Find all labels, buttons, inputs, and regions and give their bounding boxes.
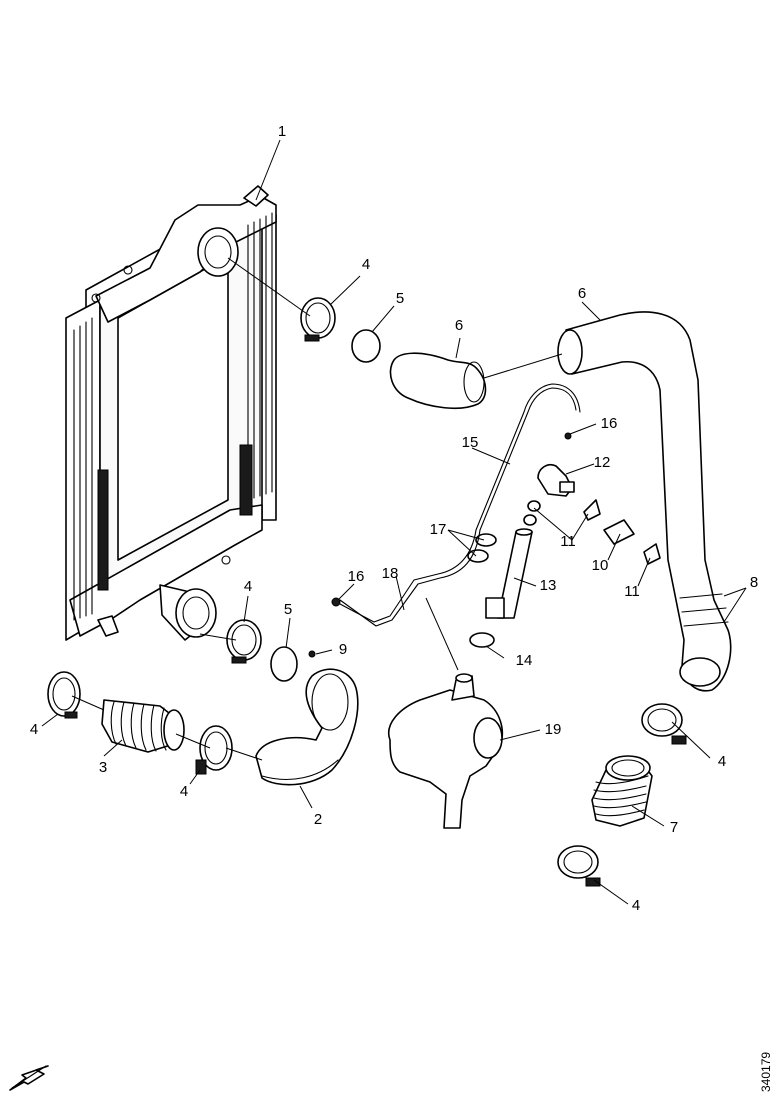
callout-11-left: 11 [560, 533, 576, 550]
view-direction-arrow-icon [9, 1065, 49, 1091]
hose-clamp-upper [300, 297, 336, 342]
callout-4-right-upper: 4 [718, 753, 726, 770]
corrugated-hose-right [591, 755, 653, 827]
callout-1: 1 [278, 123, 286, 140]
callout-17: 17 [430, 521, 447, 538]
hose-clamp-right-upper [641, 703, 687, 745]
callout-4-lower: 4 [244, 578, 252, 595]
callout-2: 2 [314, 811, 322, 828]
callout-15: 15 [462, 434, 479, 451]
callout-18: 18 [382, 565, 399, 582]
callout-6-pipe: 6 [578, 285, 586, 302]
callout-3: 3 [99, 759, 107, 776]
charge-air-housing [387, 673, 504, 829]
callout-14: 14 [516, 652, 533, 669]
callout-4-upper: 4 [362, 256, 370, 273]
callout-19: 19 [545, 721, 562, 738]
check-valve [537, 463, 575, 497]
washer-14 [469, 632, 495, 648]
callout-4-mid: 4 [180, 783, 188, 800]
charge-air-pipe-long [557, 311, 732, 692]
hose-clamp-mid [195, 725, 233, 775]
callout-6-elbow: 6 [455, 317, 463, 334]
callout-12: 12 [594, 454, 611, 471]
o-ring-upper [351, 329, 381, 363]
callout-16-left: 16 [348, 568, 365, 585]
corrugated-hose-left [101, 699, 185, 753]
callout-4-left: 4 [30, 721, 38, 738]
callout-5-upper: 5 [396, 290, 404, 307]
callout-9: 9 [339, 641, 347, 658]
callout-13: 13 [540, 577, 557, 594]
plug-16-upper [564, 432, 572, 440]
callout-11-right: 11 [624, 583, 640, 600]
callout-7: 7 [670, 819, 678, 836]
callout-8: 8 [750, 574, 758, 591]
small-ring [523, 500, 541, 526]
callout-5-lower: 5 [284, 601, 292, 618]
hose-clamp-left [47, 671, 81, 719]
charge-air-elbow-upper [389, 352, 487, 410]
callout-labels: 1 2 3 4 4 4 4 4 4 4 5 5 6 6 7 8 9 10 11 … [30, 123, 758, 914]
callout-16-upper: 16 [601, 415, 618, 432]
o-ring-lower [270, 646, 298, 682]
leader-lines [41, 139, 747, 905]
document-number: 340179 [759, 1052, 773, 1092]
callout-4-right-lower: 4 [632, 897, 640, 914]
charge-air-elbow-lower [255, 668, 359, 786]
callout-10: 10 [592, 557, 609, 574]
hose-clamp-lower [226, 619, 262, 664]
plug-9 [308, 650, 316, 658]
sensor-tube [485, 528, 533, 619]
hose-clamp-right-lower [557, 845, 601, 887]
intercooler-radiator [65, 185, 277, 641]
ring-17 [467, 533, 497, 563]
gasket-11b [643, 543, 661, 565]
connector-fitting [603, 519, 635, 545]
gasket-11a [583, 499, 601, 521]
